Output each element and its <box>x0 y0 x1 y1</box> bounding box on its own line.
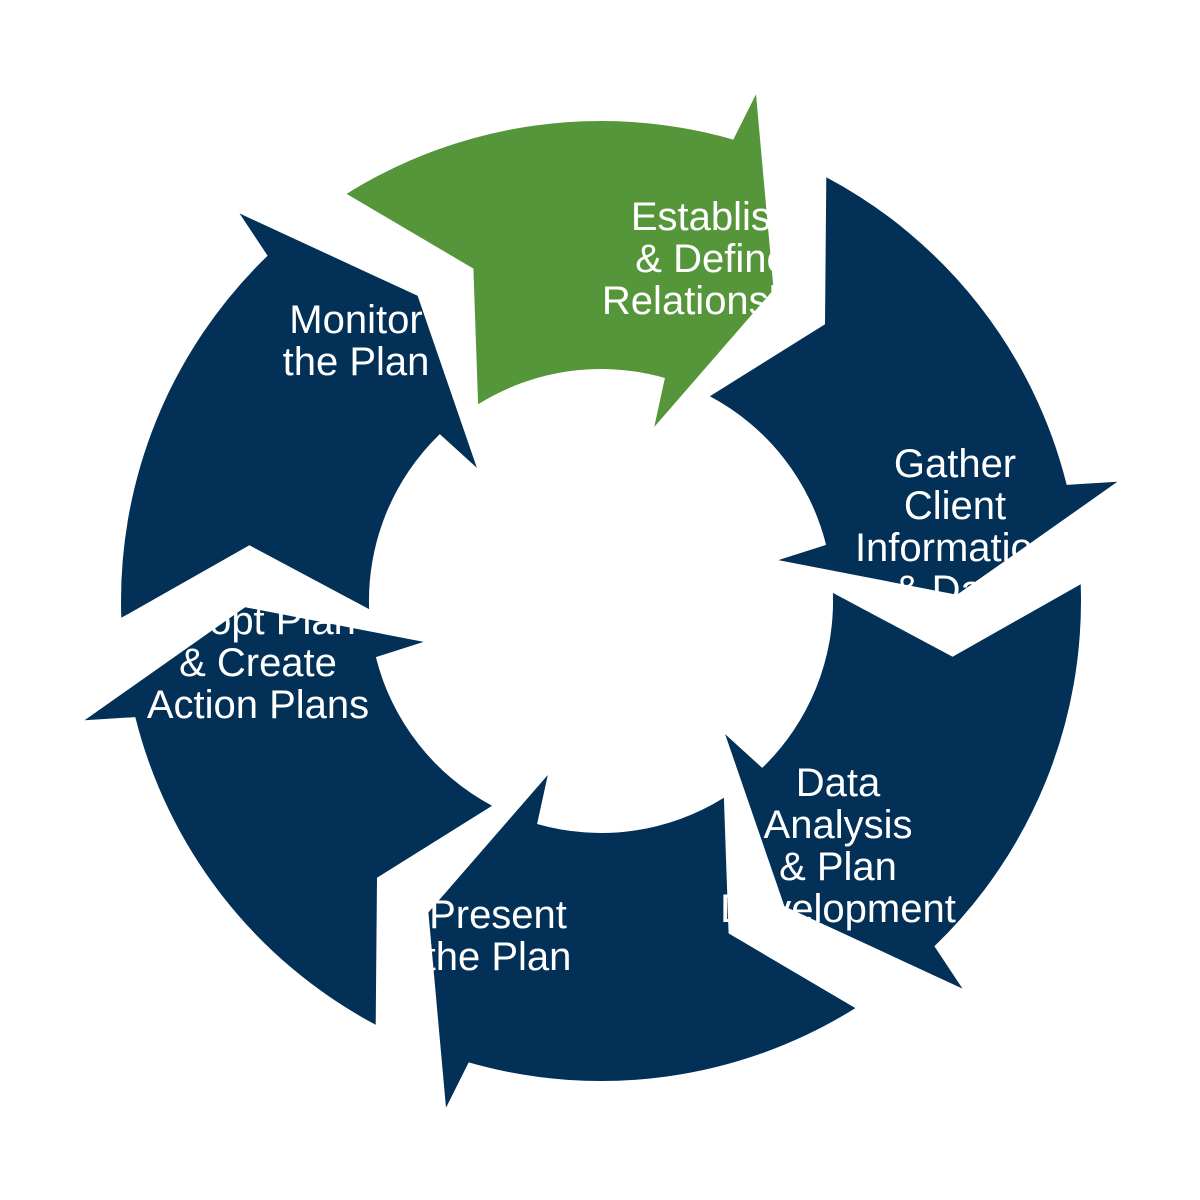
step-label-line: Establish <box>631 195 793 239</box>
step-label-line: & Create <box>179 641 337 685</box>
step-label-line: Data <box>796 761 881 805</box>
step-label-line: the Plan <box>425 935 572 979</box>
step-label-line: Gather <box>894 442 1016 486</box>
arrow-establish <box>346 94 774 427</box>
step-label-line: & Plan <box>779 845 897 889</box>
step-label-line: & Define <box>635 237 788 281</box>
cycle-arrows <box>84 94 1118 1108</box>
step-label-line: Client <box>904 484 1006 528</box>
step-label-line: & Data <box>894 568 1017 612</box>
arrow-present <box>428 775 856 1108</box>
step-label-line: Development <box>720 887 956 931</box>
step-label-line: Adopt Plan <box>160 599 356 643</box>
step-label-line: Present <box>429 893 567 937</box>
step-label-line: Analysis <box>764 803 913 847</box>
step-label-line: Monitor <box>289 298 422 342</box>
step-label-line: Relationship <box>602 279 822 323</box>
arrow-gather <box>709 177 1118 595</box>
step-label-line: Action Plans <box>147 683 369 727</box>
arrow-analysis <box>725 584 1081 989</box>
step-label-line: the Plan <box>283 340 430 384</box>
arrow-monitor <box>121 213 477 618</box>
arrow-adopt <box>84 607 493 1025</box>
step-label-line: Information <box>855 526 1055 570</box>
